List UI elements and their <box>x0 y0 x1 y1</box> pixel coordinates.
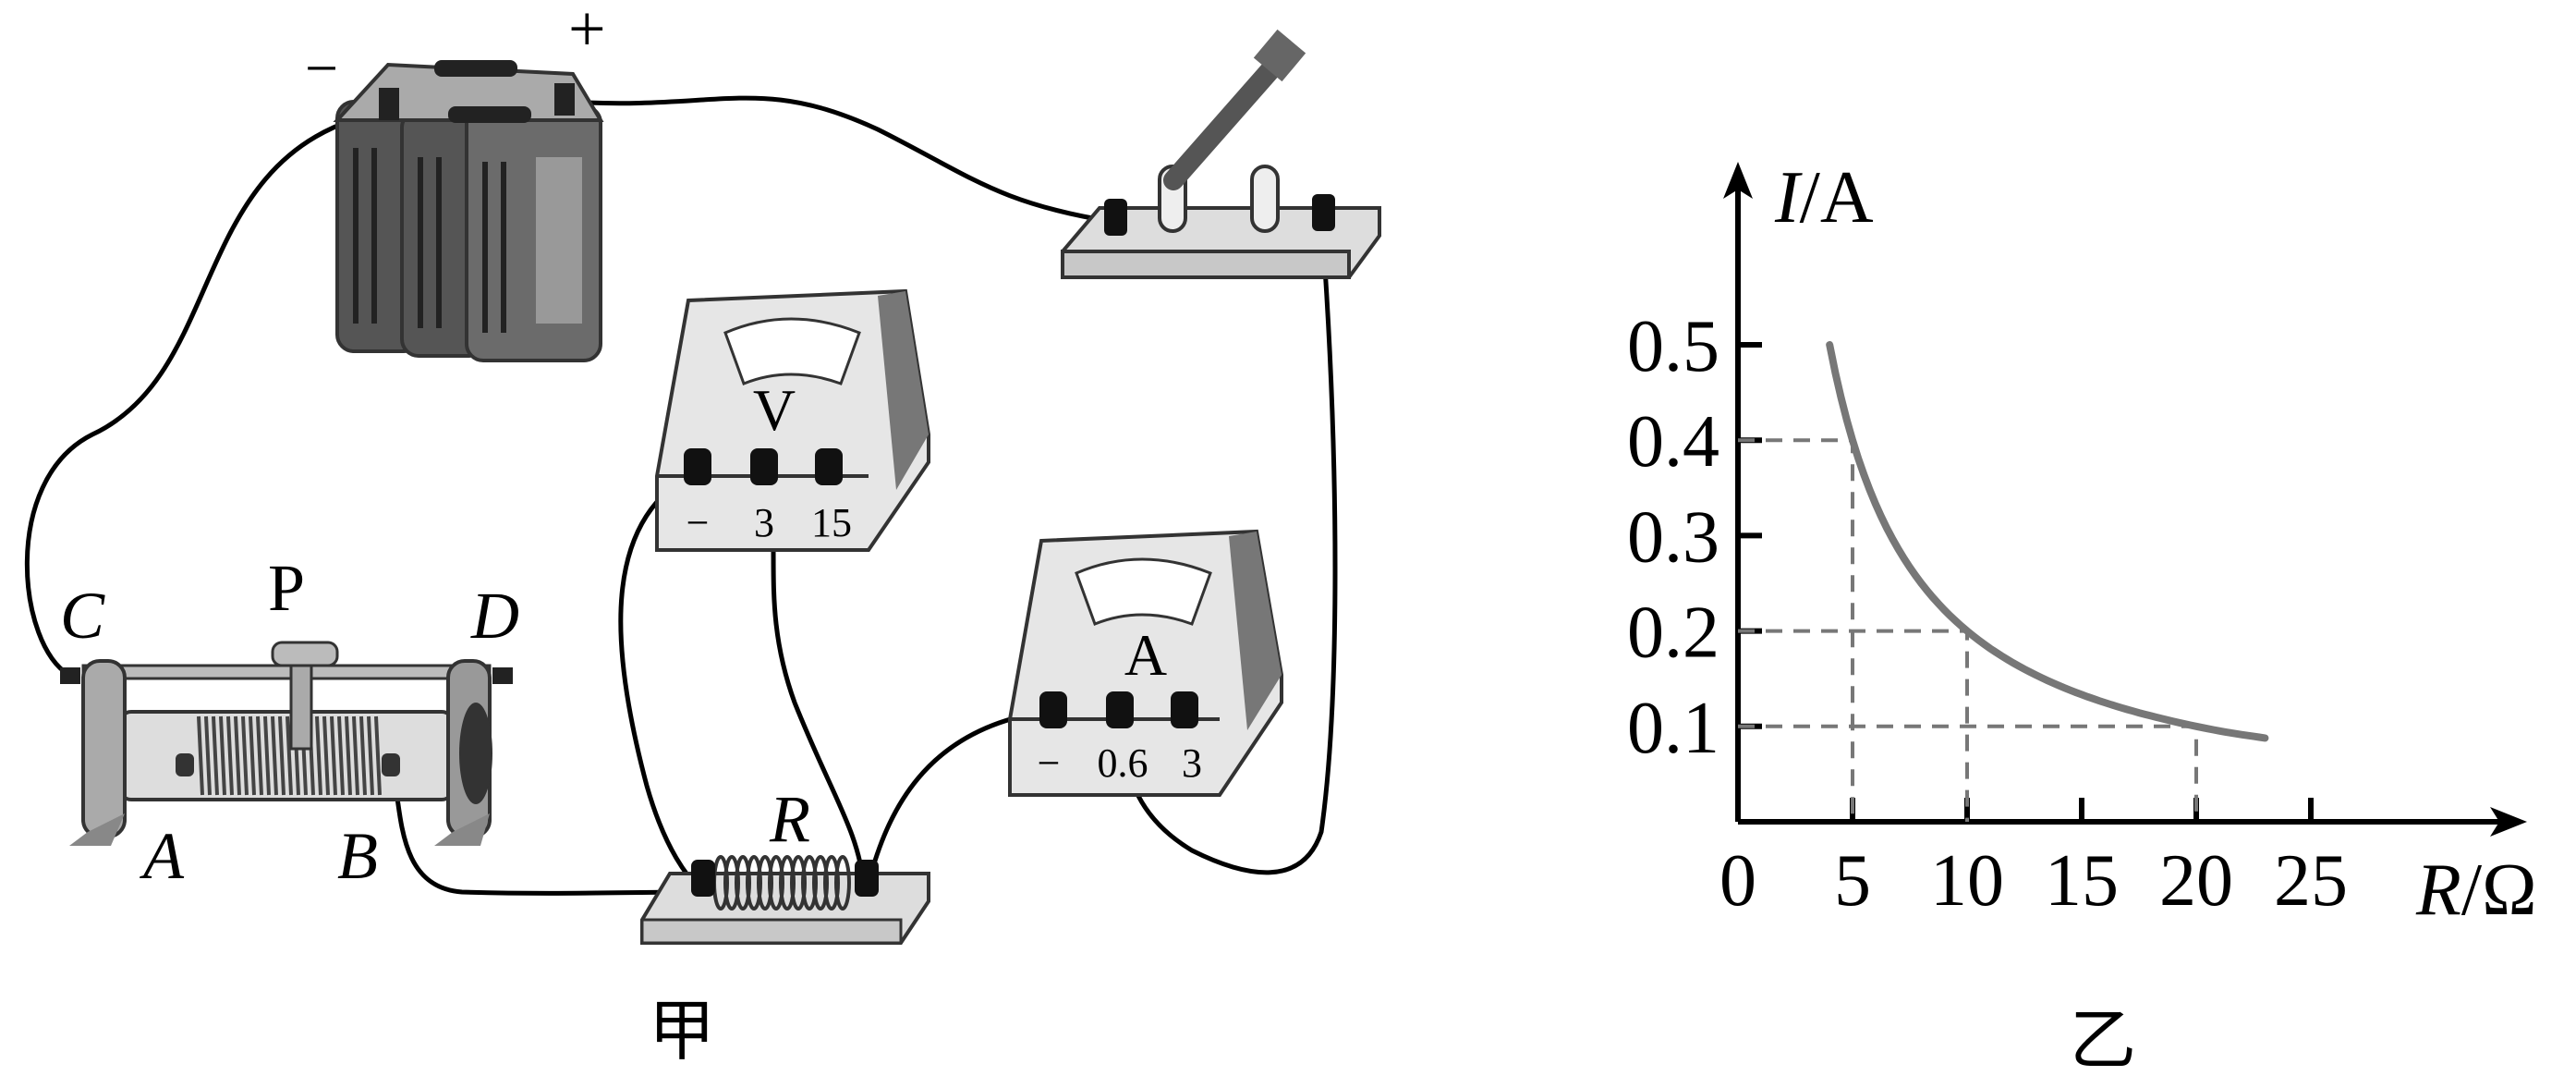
x-tick-label: 0 <box>1719 840 1756 922</box>
voltmeter-terminal-3: 3 <box>754 500 774 545</box>
coil-turn <box>278 715 286 796</box>
rheostat: C P D A B <box>60 551 519 893</box>
y-axis-label: I/A <box>1774 157 1874 238</box>
voltmeter: V − 3 15 <box>655 288 930 552</box>
coil-turn <box>234 715 241 796</box>
y-tick-label: 0.3 <box>1627 496 1719 578</box>
knife-switch <box>1061 29 1381 279</box>
y-axis-arrow <box>1723 162 1753 199</box>
resistor-coil <box>712 855 851 911</box>
y-tick-label: 0.2 <box>1627 593 1719 674</box>
coil-turn <box>337 715 345 796</box>
ammeter: A − 0.6 3 <box>1008 529 1283 797</box>
coil-turn <box>834 855 851 911</box>
coil-turn <box>219 715 226 796</box>
x-tick-label: 15 <box>2045 840 2119 922</box>
coil-turn <box>345 715 352 796</box>
y-tick-label: 0.1 <box>1627 688 1719 769</box>
rheostat-terminal-D: D <box>470 579 519 653</box>
coil-turn <box>367 715 374 796</box>
coil-turn <box>197 715 204 796</box>
y-tick-label: 0.5 <box>1627 306 1719 387</box>
x-axis-arrow <box>2490 807 2527 837</box>
voltmeter-terminal-15: 15 <box>811 500 852 545</box>
x-tick-label: 20 <box>2159 840 2233 922</box>
coil-turn <box>249 715 256 796</box>
coil-turn <box>330 715 337 796</box>
battery: − + <box>305 0 606 362</box>
coil-turn <box>241 715 249 796</box>
resistor-label: R <box>769 782 810 856</box>
ammeter-label: A <box>1124 622 1167 688</box>
resistor: R <box>640 782 930 945</box>
coil-turn <box>271 715 278 796</box>
caption-figure-b: 乙 <box>2070 1004 2136 1078</box>
x-tick-label: 25 <box>2274 840 2348 922</box>
rheostat-terminal-B: B <box>337 819 378 893</box>
y-tick-label: 0.4 <box>1627 401 1719 483</box>
battery-plus-label: + <box>568 0 606 66</box>
coil-turn <box>263 715 271 796</box>
x-tick-label: 5 <box>1834 840 1871 922</box>
ammeter-terminal-3: 3 <box>1182 740 1202 786</box>
coil-turn <box>226 715 234 796</box>
coil-turn <box>315 715 322 796</box>
coil-turn <box>374 715 382 796</box>
coil-turn <box>204 715 212 796</box>
voltmeter-label: V <box>753 377 796 443</box>
wires <box>24 95 1338 896</box>
ammeter-terminal-minus: − <box>1038 740 1061 786</box>
ammeter-terminal-0.6: 0.6 <box>1098 740 1148 786</box>
rheostat-terminal-C: C <box>60 579 105 653</box>
i-r-curve <box>1826 341 2269 742</box>
coil-turn <box>322 715 330 796</box>
x-tick-label: 10 <box>1930 840 2004 922</box>
coil-turn <box>256 715 263 796</box>
coil-turn <box>286 715 293 796</box>
rheostat-terminal-A: A <box>140 819 185 893</box>
x-axis-label: R/Ω <box>2415 850 2537 931</box>
coil-turn <box>359 715 367 796</box>
rheostat-slider-P: P <box>268 551 305 625</box>
voltmeter-terminal-minus: − <box>687 500 710 545</box>
coil-turn <box>212 715 219 796</box>
coil-turn <box>352 715 359 796</box>
caption-figure-a: 甲 <box>649 995 715 1069</box>
battery-minus-label: − <box>305 35 338 101</box>
